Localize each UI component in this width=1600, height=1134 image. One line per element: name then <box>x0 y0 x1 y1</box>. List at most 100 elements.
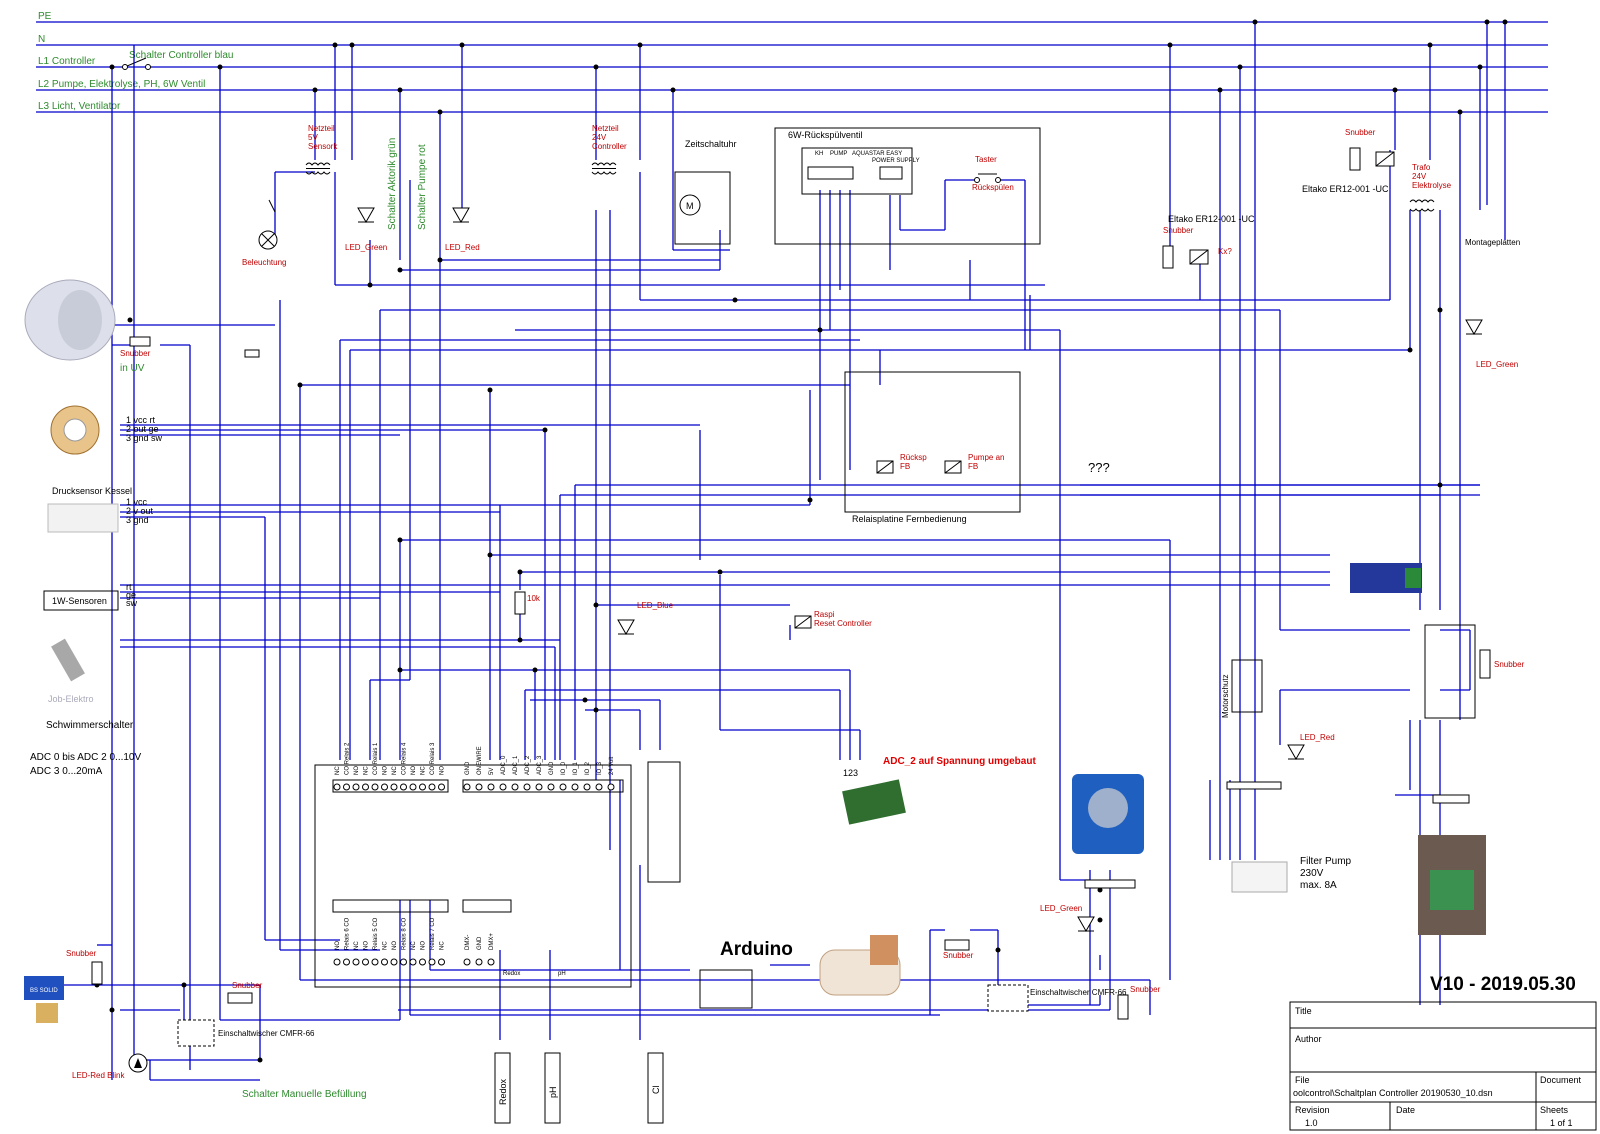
terminal-label: GND <box>465 761 471 775</box>
terminal-label: NO <box>421 941 427 950</box>
uv-label: in UV <box>120 363 145 374</box>
adc-note-1: ADC 0 bis ADC 2 0...10V <box>30 752 141 763</box>
svg-text:1W-Sensoren: 1W-Sensoren <box>52 596 107 606</box>
svg-text:Sheets: Sheets <box>1540 1105 1569 1115</box>
svg-text:Date: Date <box>1396 1105 1415 1115</box>
led-green-icon: LED_Green <box>1465 319 1518 369</box>
terminal-screw <box>371 958 379 966</box>
terminal-label: NC <box>392 766 398 775</box>
terminal-screw <box>371 783 379 791</box>
svg-text:sw: sw <box>126 598 138 608</box>
terminal-screw <box>381 783 388 791</box>
terminal-label: ADC_2 <box>525 755 531 775</box>
led-red-icon: LED_Red <box>445 207 480 252</box>
svg-text:3 gnd sw: 3 gnd sw <box>126 433 163 443</box>
svg-text:Title: Title <box>1295 1006 1312 1016</box>
svg-text:Pumpe an: Pumpe an <box>968 453 1004 462</box>
terminal-label: NO <box>440 766 446 775</box>
svg-text:Snubber: Snubber <box>66 949 97 958</box>
terminal-label: NO <box>383 766 389 775</box>
svg-text:Elektrolyse: Elektrolyse <box>1412 181 1452 190</box>
din-module <box>647 761 681 883</box>
terminal-screw <box>595 783 603 791</box>
terminal-screw <box>409 783 417 791</box>
svg-text:ge: ge <box>126 590 136 600</box>
terminal-label: NC <box>440 941 446 950</box>
terminal-screw <box>428 958 436 966</box>
raspi-reset-relay: Raspi Reset Controller <box>794 610 872 629</box>
terminal-label: 5V <box>489 768 495 775</box>
terminal-screw <box>419 783 426 791</box>
arduino-label: Arduino <box>720 939 793 960</box>
pump-symbol-icon: LED-Red Blink <box>72 1053 148 1080</box>
terminal-label: DMX+ <box>489 933 495 950</box>
onewire-sensors: 1W-Sensoren rt ge sw <box>43 582 138 611</box>
terminal-label: Relais 6 CO <box>345 917 351 950</box>
svg-text:Cl: Cl <box>651 1086 661 1095</box>
terminal-screw <box>475 958 483 966</box>
svg-text:POWER SUPPLY: POWER SUPPLY <box>872 158 920 164</box>
controller-switch-label: Schalter Controller blau <box>129 50 234 61</box>
terminal-screw <box>523 783 531 791</box>
psu24-line-2: 24V <box>592 133 607 142</box>
terminal-screw <box>400 958 407 966</box>
terminal-label: GND <box>549 761 555 775</box>
svg-text:LED-Red Blink: LED-Red Blink <box>72 1071 125 1080</box>
terminal-label: Relais 8 CO <box>402 917 408 950</box>
terminal-label: NO <box>335 941 341 950</box>
terminal-screw <box>390 958 398 966</box>
psu24-line-1: Netzteil <box>592 124 619 133</box>
arduino-box: Arduino <box>699 939 793 1009</box>
terminal-screw <box>499 783 507 791</box>
terminal-label: NC <box>383 941 389 950</box>
svg-text:2 v out: 2 v out <box>126 506 154 516</box>
svg-text:1 of 1: 1 of 1 <box>1550 1118 1573 1128</box>
terminal-label: NO <box>354 766 360 775</box>
terminal-label: CO Relais 4 <box>402 742 408 775</box>
lamp-icon: Beleuchtung <box>242 199 286 267</box>
wire-network <box>60 22 1506 1081</box>
taster-label: Taster <box>975 155 997 164</box>
led-blue-icon: LED_Blue <box>617 601 674 636</box>
terminal-label: NC <box>335 766 341 775</box>
kx-label: Kx? <box>1218 247 1232 256</box>
terminal-screw <box>571 783 579 791</box>
eltako-relay-1: Eltako ER12-001 -UC Snubber Kx? <box>1162 214 1255 269</box>
svg-text:FB: FB <box>968 462 978 471</box>
power-supply-5v: Netzteil 5V Sensork <box>305 124 338 175</box>
adc2-note: ADC_2 auf Spannung umgebaut <box>883 756 1036 767</box>
terminal-screw <box>343 783 350 791</box>
svg-text:Einschaltwischer CMFR-66: Einschaltwischer CMFR-66 <box>1030 988 1127 997</box>
pressure-sensor-label: Drucksensor Kessel <box>52 486 132 496</box>
transformer-24v: Trafo 24V Elektrolyse Montageplatten <box>1409 163 1520 247</box>
terminal-screw <box>409 958 417 966</box>
title-block: Title Author File oolcontrol\Schaltplan … <box>1289 1001 1597 1131</box>
filter-pump: Filter Pump 230V max. 8A <box>1226 781 1352 893</box>
led-green-icon: LED_Green <box>345 207 387 252</box>
eltako-relay-2: Snubber Eltako ER12-001 -UC <box>1302 128 1395 194</box>
timer-box: M Zeitschaltuhr <box>674 139 737 245</box>
svg-text:Revision: Revision <box>1295 1105 1330 1115</box>
motor-protection: Motorschutz <box>1221 659 1263 718</box>
valve-title: 6W-Rückspülventil <box>788 130 862 140</box>
svg-text:BS SOLID: BS SOLID <box>30 988 58 994</box>
svg-text:max. 8A: max. 8A <box>1300 880 1337 891</box>
svg-text:Schalter Manuelle Befüllung: Schalter Manuelle Befüllung <box>242 1089 367 1100</box>
relay-board-label: Relaisplatine Fernbedienung <box>852 514 967 524</box>
dosing-pump-image <box>1072 774 1144 854</box>
left-snubber: Snubber <box>66 949 103 985</box>
terminal-label: NO <box>411 766 417 775</box>
svg-text:Job-Elektro: Job-Elektro <box>48 694 94 704</box>
terminal-screw <box>352 958 360 966</box>
svg-text:Snubber: Snubber <box>232 981 263 990</box>
svg-text:LED_Green: LED_Green <box>1040 904 1082 913</box>
lamp-label: Beleuchtung <box>242 258 286 267</box>
terminal-label: ADC_0 <box>501 755 507 775</box>
version-label: V10 - 2019.05.30 <box>1430 974 1576 995</box>
svg-text:File: File <box>1295 1075 1310 1085</box>
svg-text:Document: Document <box>1540 1075 1582 1085</box>
solenoid-valve-image: BS SOLID <box>24 976 64 1023</box>
valve-box: 6W-Rückspülventil AQUASTAR EASY KH PUMP … <box>774 127 1041 245</box>
